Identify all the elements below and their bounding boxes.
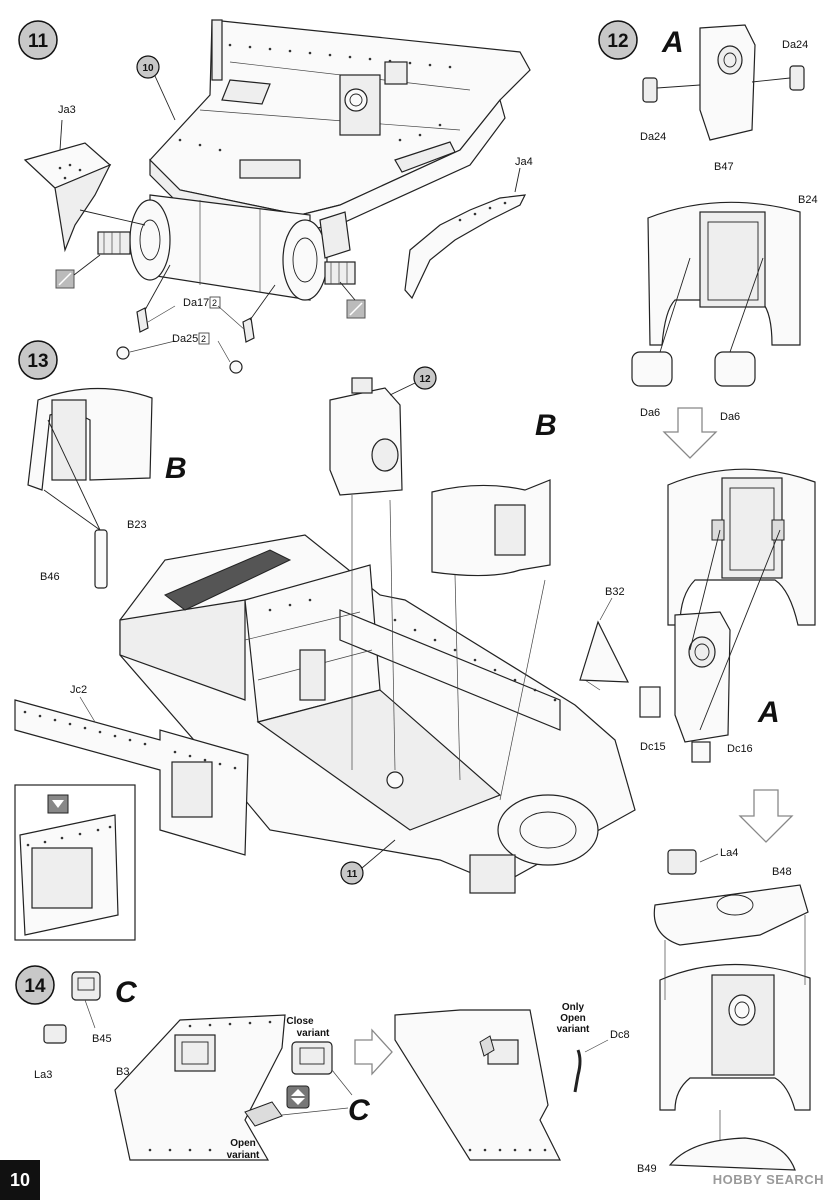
part-b45 [71,971,101,1001]
label-ja3: Ja3 [58,104,76,116]
down-arrow-icon [662,407,718,459]
label-b3: B3 [116,1066,129,1078]
label-ja4: Ja4 [515,156,533,168]
hull-main-assembly [119,495,636,894]
subassembly-letter-b-2: B [535,409,557,442]
subassembly-letter-c-2: C [348,1094,371,1127]
shield-with-mantlet-assembly [639,468,816,763]
turret-subassembly-12: 12 [329,366,437,496]
subassembly-10-badge [136,55,160,79]
label-b46: B46 [40,571,60,583]
label-b23: B23 [127,519,147,531]
part-b3-plate-open [394,1009,561,1161]
part-b46 [94,529,108,589]
label-b48: B48 [772,866,792,878]
part-b24-shield [647,201,801,346]
subassembly-10-ref: 10 [142,63,154,74]
label-dc16: Dc16 [727,743,753,755]
step-11-number: 11 [28,31,49,52]
subassembly-letter-a: A [661,26,684,59]
engine-grille [164,549,292,611]
part-b47-mantlet [642,24,805,141]
subassembly-letter-b: B [165,452,187,485]
part-la4 [667,849,697,875]
part-da24-left [642,77,658,103]
part-da24-right [789,65,805,91]
part-ja3-fender [23,119,146,253]
part-ja4-fender [404,167,527,300]
note-close-1: Close [286,1016,314,1027]
step-14-number: 14 [24,976,46,997]
step-14-badge [15,965,55,1005]
note-only-open-2: Open [560,1013,586,1024]
down-arrow-icon [738,789,794,843]
part-da25-right [229,360,243,374]
step-13-badge [18,340,58,380]
swap-icon [286,1085,310,1109]
part-b23-shield [27,387,153,589]
step-12-number: 12 [607,31,628,52]
step-11-badge [18,20,58,60]
part-da17-right [242,317,255,343]
part-la3 [43,1024,67,1044]
part-da6-right [714,351,756,387]
part-b3-plate [114,1014,286,1161]
label-da24-right: Da24 [782,39,808,51]
subassembly-letter-c: C [115,976,138,1009]
step-13-number: 13 [27,351,48,372]
part-jc2-side-plate [14,699,249,856]
label-dc15: Dc15 [640,741,666,753]
qty-da25: 2 [201,334,206,344]
note-only-open-1: Only [562,1002,585,1013]
hatch-open [244,1101,283,1127]
label-b32: B32 [605,586,625,598]
step-14: 14 B45 C La3 B3 Close variant [15,965,630,1161]
step-12: 12 A Da24 Da24 B47 B24 Da6 Da6 [598,20,818,1175]
step-12-badge [598,20,638,60]
part-dc15 [639,686,661,718]
subassembly-11-ref: 11 [347,869,358,880]
label-b45: B45 [92,1033,112,1045]
subassembly-letter-a-2: A [757,696,780,729]
hull-upper-assembly [97,19,531,301]
page-number: 10 [0,1160,40,1200]
note-open-2: variant [227,1150,260,1161]
part-b-shield-assembly [431,479,551,577]
note-close-2: variant [297,1028,330,1039]
label-jc2: Jc2 [70,684,87,696]
step-11: 11 [18,19,533,374]
part-dc8 [573,1049,582,1093]
note-open-1: Open [230,1138,256,1149]
part-b32 [579,620,629,683]
hatch-closed [291,1041,333,1075]
part-da6-left [631,351,673,387]
subassembly-12-ref: 12 [419,374,431,385]
label-da24-left: Da24 [640,131,666,143]
label-la4: La4 [720,847,738,859]
step-13: 13 B B23 B46 12 B [14,340,636,941]
right-arrow-icon [354,1028,393,1076]
part-da25-left [116,346,130,360]
label-da25: Da25 [172,333,198,345]
label-da17: Da17 [183,297,209,309]
label-b49: B49 [637,1163,657,1175]
label-la3: La3 [34,1069,52,1081]
detail-inset [14,784,136,941]
part-da17-left [136,307,149,333]
note-only-open-3: variant [557,1024,590,1035]
label-dc8: Dc8 [610,1029,630,1041]
label-b47: B47 [714,161,734,173]
watermark: HOBBY SEARCH [712,1172,824,1187]
part-dc16 [691,741,711,763]
part-b49-base [668,1137,796,1171]
label-da6-left: Da6 [640,407,660,419]
qty-da17: 2 [212,298,217,308]
label-da6-right: Da6 [720,411,740,423]
label-b24: B24 [798,194,818,206]
